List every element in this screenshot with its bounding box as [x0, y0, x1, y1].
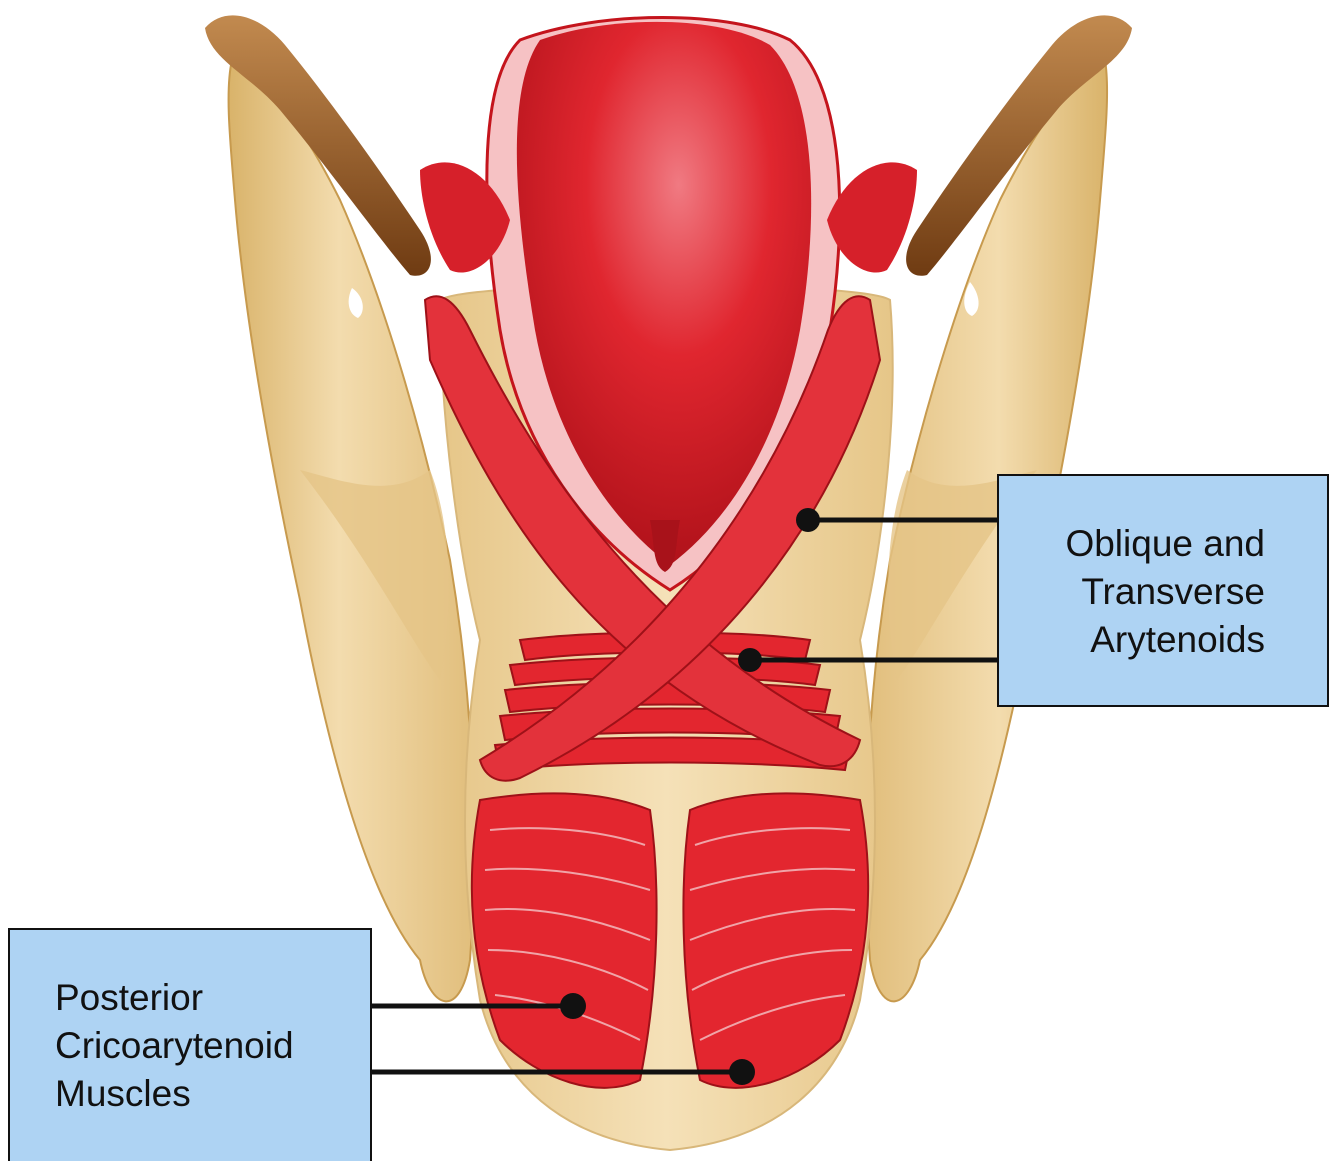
- posterior-cricoarytenoid-label-box: Posterior Cricoarytenoid Muscles: [8, 928, 372, 1161]
- arytenoids-label-box: Oblique and Transverse Arytenoids: [997, 474, 1329, 707]
- right-aryepiglottic-fold: [827, 162, 917, 272]
- leader-dot-oblique: [796, 508, 820, 532]
- pca-label-line2: Cricoarytenoid: [55, 1022, 370, 1070]
- pca-label-line3: Muscles: [55, 1070, 370, 1118]
- leader-dot-pca-left: [560, 993, 586, 1019]
- leader-dot-transverse: [738, 648, 762, 672]
- arytenoids-label-line3: Arytenoids: [999, 616, 1265, 664]
- leader-dot-pca-right: [729, 1059, 755, 1085]
- arytenoids-label-line1: Oblique and: [999, 520, 1265, 568]
- arytenoids-label-line2: Transverse: [999, 568, 1265, 616]
- pca-label-line1: Posterior: [55, 974, 370, 1022]
